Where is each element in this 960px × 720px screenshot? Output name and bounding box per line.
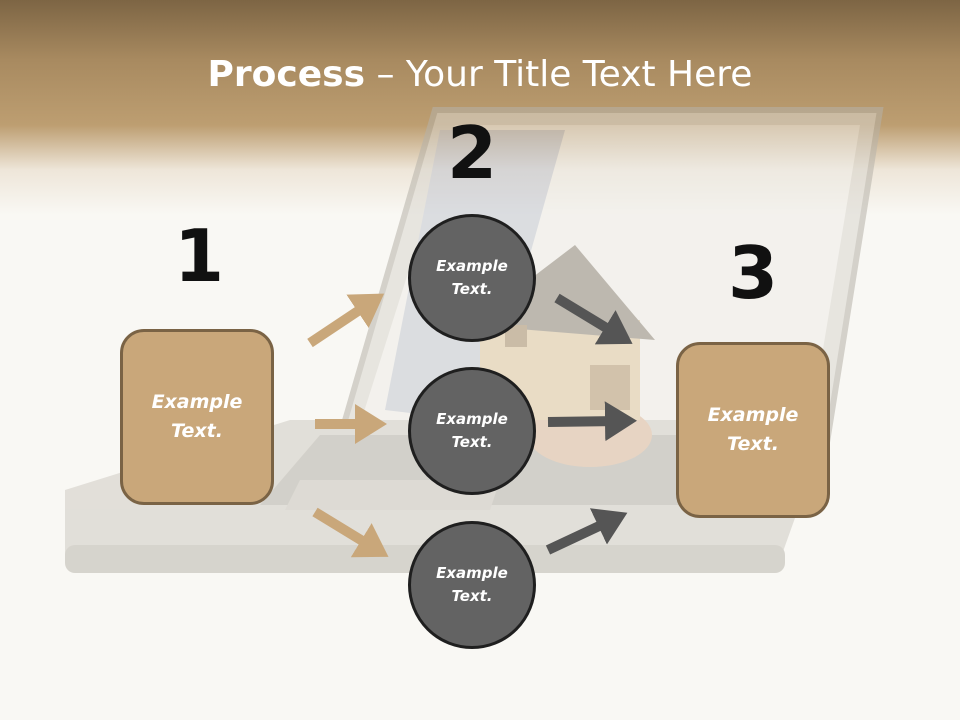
step-2-circle-2: Example Text.: [408, 367, 536, 495]
arrow-circle-2-to-box-3: [547, 401, 637, 442]
step-2-circle-3: Example Text.: [408, 521, 536, 649]
title-bold: Process: [207, 54, 366, 95]
step-3-box-text: Example Text.: [707, 404, 799, 455]
title-rest: – Your Title Text Here: [365, 54, 753, 95]
step-number-1: 1: [173, 214, 225, 298]
step-2-circle-3-text: Example Text.: [436, 564, 508, 605]
step-3-box: Example Text.: [676, 342, 830, 518]
arrow-to-circle-1: [307, 293, 385, 348]
arrow-circle-1-to-box-3: [554, 293, 633, 345]
step-number-3: 3: [727, 231, 779, 315]
step-number-2: 2: [446, 111, 498, 195]
arrow-circle-3-to-box-3: [545, 508, 628, 555]
step-2-circle-1-text: Example Text.: [436, 257, 508, 298]
step-2-circle-2-text: Example Text.: [436, 410, 508, 451]
arrow-to-circle-3: [312, 507, 389, 558]
slide-title: Process – Your Title Text Here: [0, 50, 960, 100]
step-1-box: Example Text.: [120, 329, 274, 505]
step-1-box-text: Example Text.: [151, 391, 243, 442]
step-2-circle-1: Example Text.: [408, 214, 536, 342]
